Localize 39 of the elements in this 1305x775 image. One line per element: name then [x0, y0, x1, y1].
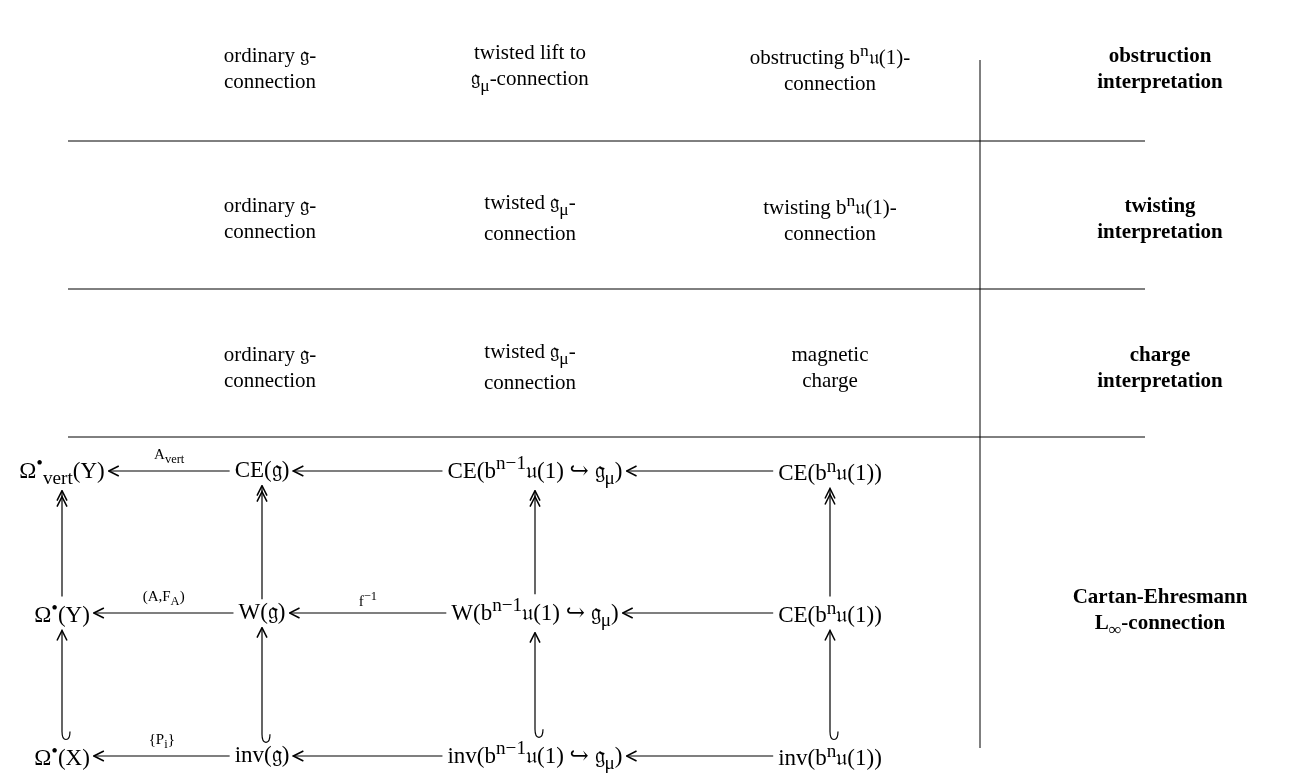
arrow	[621, 607, 774, 619]
math-expression: Ω$^{•}$(Y)	[31, 594, 93, 630]
math-expression: Ω$^{•}$$_{vert}$(Y)	[16, 450, 108, 490]
arrow	[625, 750, 774, 762]
inclusion-arrow	[256, 626, 271, 743]
cell-text: obstructing b$^{n}$𝔲(1)-connection	[748, 39, 912, 97]
math-expression: inv(b$^{n}$𝔲(1))	[775, 737, 885, 773]
math-expression: inv(𝔤)	[231, 740, 293, 770]
row-heading: twisting interpretation	[1096, 191, 1224, 245]
inclusion-arrow	[56, 629, 71, 741]
row-heading: Cartan-Ehresmann L$_{∞}$-connection	[1071, 583, 1249, 641]
math-expression: W(𝔤)	[235, 597, 289, 627]
math-expression: CE(b$^{n}$𝔲(1))	[775, 452, 885, 488]
inclusion-arrow	[529, 631, 544, 738]
arrow	[93, 750, 231, 762]
math-expression: CE(b$^{n}$𝔲(1))	[775, 594, 885, 630]
math-expression: CE(𝔤)	[231, 455, 293, 485]
inclusion-arrow	[824, 629, 839, 741]
cell-text: twisted 𝔤$_{μ}$-connection	[482, 338, 578, 396]
arrow	[93, 607, 235, 619]
cell-text: ordinary 𝔤-connection	[222, 340, 318, 394]
arrow	[288, 607, 447, 619]
cell-text: magnetic charge	[790, 340, 870, 394]
math-expression: inv(b$^{n−1}$𝔲(1) ↪ 𝔤$_{μ}$)	[444, 735, 626, 775]
arrow	[292, 465, 444, 477]
row-heading: obstruction interpretation	[1096, 41, 1224, 95]
cell-text: twisted lift to 𝔤$_{μ}$-connection	[470, 39, 590, 97]
math-expression: Ω$^{•}$(X)	[31, 737, 93, 773]
math-expression: W(b$^{n−1}$𝔲(1) ↪ 𝔤$_{μ}$)	[448, 592, 622, 632]
cell-text: twisting b$^{n}$𝔲(1)-connection	[762, 189, 898, 247]
math-expression: CE(b$^{n−1}$𝔲(1) ↪ 𝔤$_{μ}$)	[444, 450, 626, 490]
cell-text: twisted 𝔤$_{μ}$-connection	[482, 189, 578, 247]
arrow	[625, 465, 774, 477]
arrow	[292, 750, 444, 762]
edge-label: f$^{−1}$	[356, 589, 380, 609]
cell-text: ordinary 𝔤-connection	[222, 41, 318, 95]
row-heading: charge interpretation	[1096, 340, 1224, 394]
arrow	[108, 465, 231, 477]
cell-text: ordinary 𝔤-connection	[222, 191, 318, 245]
